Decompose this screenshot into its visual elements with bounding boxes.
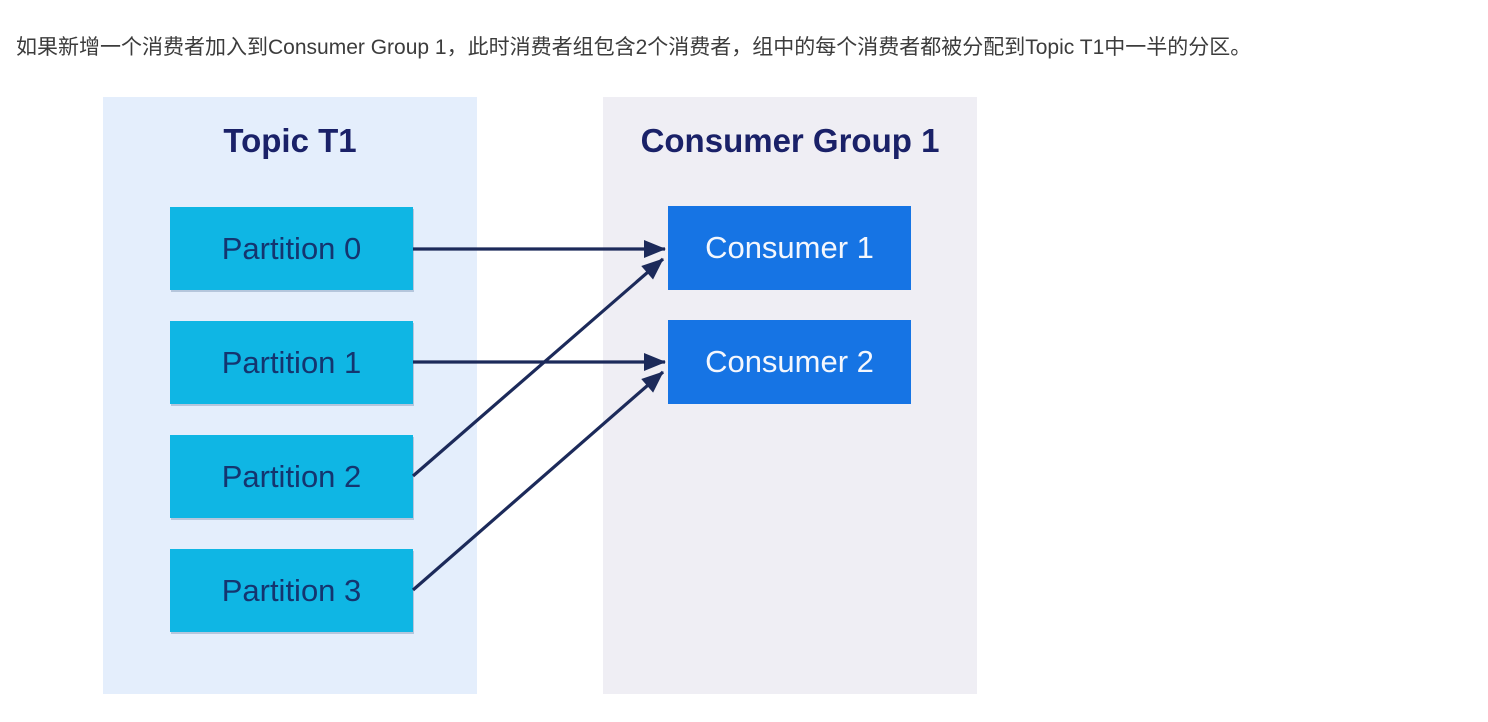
topic-panel-title: Topic T1	[223, 122, 357, 159]
partition-0-box: Partition 0	[170, 207, 413, 290]
topic-panel: Topic T1 Partition 0 Partition 1 Partiti…	[103, 97, 477, 694]
caption-text: 如果新增一个消费者加入到Consumer Group 1，此时消费者组包含2个消…	[16, 36, 1252, 59]
consumer-group-panel: Consumer Group 1 Consumer 1 Consumer 2	[603, 97, 977, 694]
consumer-group-title: Consumer Group 1	[640, 122, 940, 159]
partition-1-box: Partition 1	[170, 321, 413, 404]
partition-3-box: Partition 3	[170, 549, 413, 632]
partition-2-box: Partition 2	[170, 435, 413, 518]
consumer-1-box: Consumer 1	[668, 206, 911, 290]
consumer-2-box: Consumer 2	[668, 320, 911, 404]
